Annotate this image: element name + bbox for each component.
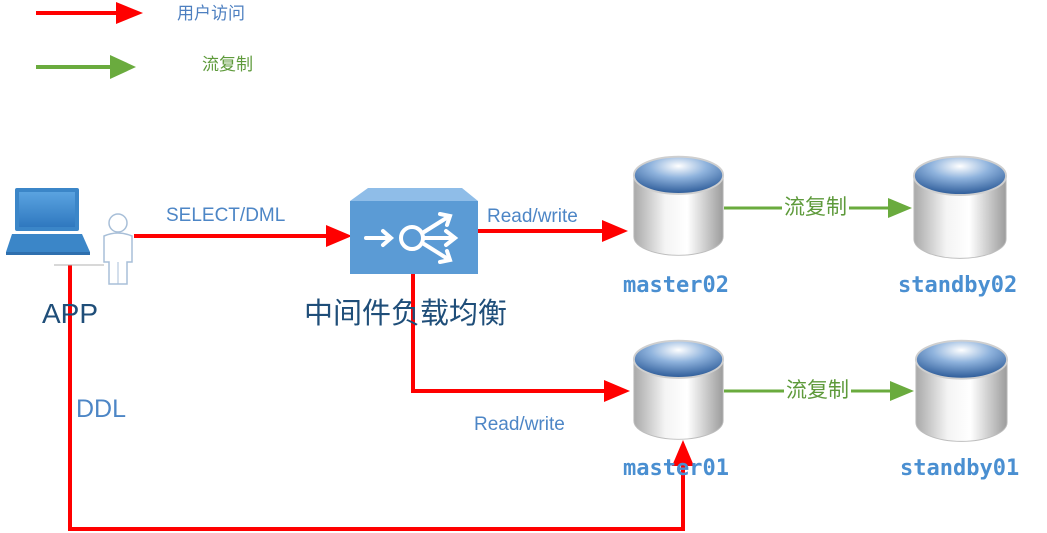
edge-label-read-write-master01: Read/write xyxy=(474,414,565,435)
replication-edges xyxy=(724,198,914,401)
legend-user-access-arrow xyxy=(36,2,143,24)
database-icon xyxy=(914,339,1009,443)
legend-stream-replication-label: 流复制 xyxy=(202,55,253,75)
standby01-label: standby01 xyxy=(900,456,1020,481)
master01-label: master01 xyxy=(623,456,729,481)
database-icon xyxy=(632,155,725,257)
edge-middleware-to-master02 xyxy=(478,220,628,242)
edge-label-select-dml: SELECT/DML xyxy=(166,205,286,226)
edge-app-to-master01-ddl xyxy=(68,265,694,531)
edge-app-to-middleware xyxy=(134,225,352,247)
user-access-edges xyxy=(68,220,694,531)
user-icon xyxy=(103,213,133,285)
legend-user-access-label: 用户访问 xyxy=(177,4,245,24)
middleware-label: 中间件负载均衡 xyxy=(304,298,508,330)
database-icon xyxy=(632,339,725,441)
edge-label-ddl: DDL xyxy=(76,395,127,423)
standby02-label: standby02 xyxy=(898,273,1018,298)
edge-label-replication-01: 流复制 xyxy=(784,378,851,402)
app-label: APP xyxy=(42,298,99,329)
edge-label-read-write-master02: Read/write xyxy=(487,206,578,227)
edge-label-replication-02: 流复制 xyxy=(782,195,849,219)
master02-label: master02 xyxy=(623,273,729,298)
laptop-icon xyxy=(6,188,90,255)
router-icon xyxy=(350,188,478,274)
edge-middleware-to-master01 xyxy=(411,274,630,402)
database-icon xyxy=(912,155,1008,260)
legend xyxy=(36,2,143,79)
legend-stream-replication-arrow xyxy=(36,55,136,79)
